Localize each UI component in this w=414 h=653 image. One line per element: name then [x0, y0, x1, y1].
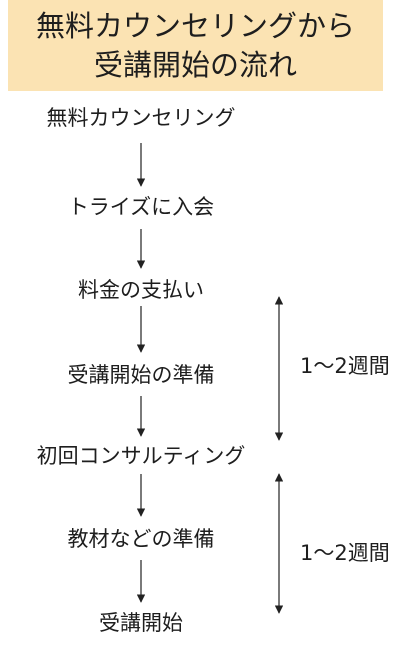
step-first-consulting: 初回コンサルティング	[36, 444, 246, 468]
title-line-1: 無料カウンセリングから	[35, 8, 355, 43]
step-course-preparation: 受講開始の準備	[67, 363, 215, 387]
title-box: 無料カウンセリングから 受講開始の流れ	[8, 0, 383, 91]
period-label-1: 1～2週間	[300, 354, 390, 378]
step-materials-preparation: 教材などの準備	[67, 527, 215, 551]
title-line-2: 受講開始の流れ	[93, 47, 297, 82]
step-course-start: 受講開始	[99, 611, 183, 635]
step-join-trys: トライズに入会	[67, 195, 215, 219]
step-payment: 料金の支払い	[78, 278, 204, 302]
period-label-2: 1～2週間	[300, 541, 390, 565]
step-free-counseling: 無料カウンセリング	[46, 106, 236, 130]
